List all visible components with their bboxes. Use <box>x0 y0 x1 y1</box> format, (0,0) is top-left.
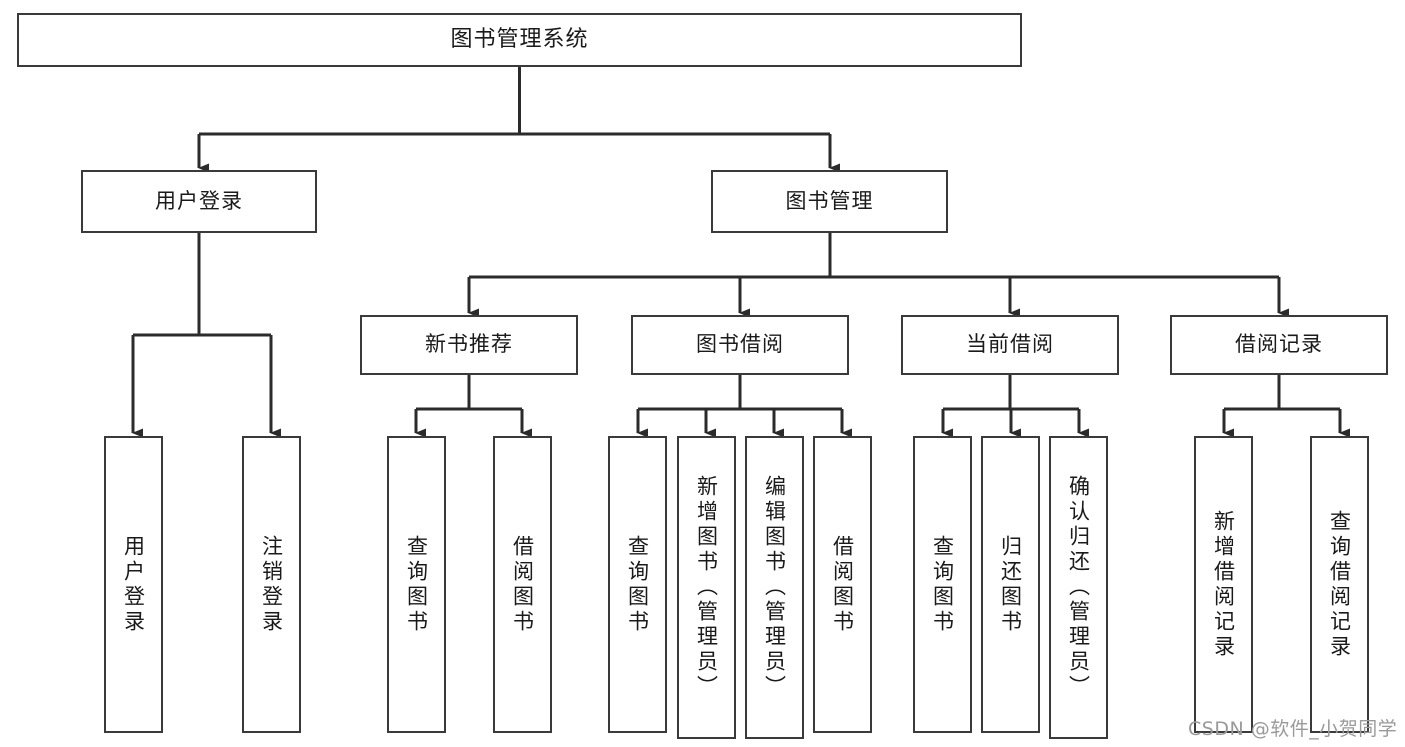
leaf-current-confirm-return-admin[interactable]: 确认归还（管理员） <box>1049 436 1108 739</box>
watermark-credit: CSDN @软件_小贺同学 <box>1188 718 1398 740</box>
leaf-borrow-borrow-book[interactable]: 借阅图书 <box>813 436 872 733</box>
node-current-borrow[interactable]: 当前借阅 <box>901 315 1119 375</box>
node-label: 图书管理 <box>785 188 874 213</box>
leaf-record-add-record[interactable]: 新增借阅记录 <box>1194 436 1253 733</box>
leaf-user-login-signin[interactable]: 用户登录 <box>104 436 163 733</box>
leaf-current-return-book[interactable]: 归还图书 <box>981 436 1040 733</box>
node-label: 新增借阅记录 <box>1211 509 1236 660</box>
node-label: 注销登录 <box>259 534 284 635</box>
node-label: 查询图书 <box>404 534 429 635</box>
node-label: 查询借阅记录 <box>1327 509 1352 660</box>
node-label: 用户登录 <box>155 188 243 213</box>
leaf-user-login-signout[interactable]: 注销登录 <box>242 436 301 733</box>
leaf-borrow-edit-book-admin[interactable]: 编辑图书（管理员） <box>745 436 804 739</box>
node-book-borrow[interactable]: 图书借阅 <box>631 315 849 375</box>
node-new-book-recommend[interactable]: 新书推荐 <box>360 315 578 375</box>
node-borrow-record[interactable]: 借阅记录 <box>1170 315 1388 375</box>
node-label: 编辑图书（管理员） <box>762 475 787 700</box>
node-label: 确认归还（管理员） <box>1066 475 1091 700</box>
node-label: 用户登录 <box>121 534 146 635</box>
node-label: 图书管理系统 <box>450 26 589 52</box>
node-label: 新增图书（管理员） <box>694 475 719 700</box>
node-label: 借阅图书 <box>830 534 855 635</box>
node-root-system[interactable]: 图书管理系统 <box>17 13 1022 67</box>
node-label: 当前借阅 <box>966 332 1054 357</box>
leaf-borrow-query-book[interactable]: 查询图书 <box>608 436 667 733</box>
node-label: 借阅记录 <box>1235 332 1323 357</box>
leaf-recommend-query-book[interactable]: 查询图书 <box>387 436 446 733</box>
leaf-current-query-book[interactable]: 查询图书 <box>913 436 972 733</box>
node-book-management[interactable]: 图书管理 <box>711 170 948 233</box>
node-label: 查询图书 <box>930 534 955 635</box>
leaf-borrow-add-book-admin[interactable]: 新增图书（管理员） <box>677 436 736 739</box>
leaf-recommend-borrow-book[interactable]: 借阅图书 <box>493 436 552 733</box>
node-label: 借阅图书 <box>510 534 535 635</box>
node-user-login[interactable]: 用户登录 <box>81 170 317 233</box>
leaf-record-query-record[interactable]: 查询借阅记录 <box>1310 436 1369 733</box>
node-label: 新书推荐 <box>425 332 513 357</box>
node-label: 图书借阅 <box>696 332 784 357</box>
node-label: 查询图书 <box>625 534 650 635</box>
node-label: 归还图书 <box>998 534 1023 635</box>
